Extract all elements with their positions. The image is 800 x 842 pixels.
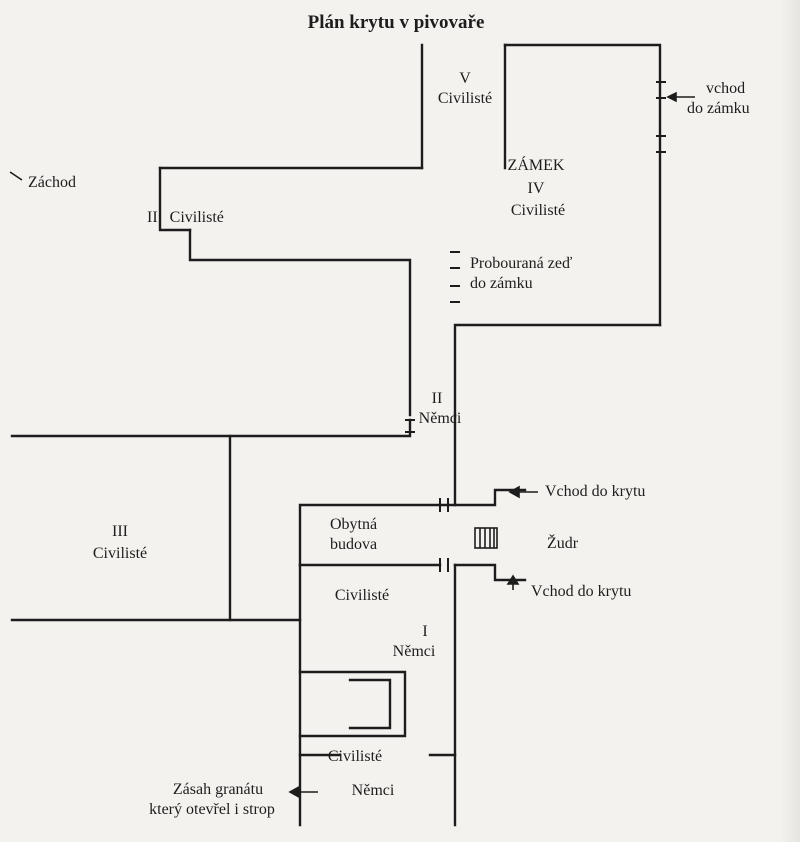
- shelter-entrance-bottom-label: Vchod do krytu: [531, 583, 632, 600]
- residential-building-label: Obytná: [330, 516, 378, 533]
- section-ii-number: II: [431, 390, 443, 407]
- wall-obytna: [298, 503, 442, 567]
- door-mark-zudr-top: [439, 498, 449, 512]
- wall-section-iii-outer: [10, 434, 232, 622]
- wall-room-i-alcove: [298, 670, 407, 738]
- wall-room-i-inner: [348, 678, 392, 730]
- section-v-number: V: [459, 70, 471, 87]
- bottom-civilians-label: Civilisté: [327, 748, 383, 765]
- door-mark-castle-entrance: [656, 81, 666, 153]
- castle-entrance-label: vchod: [706, 80, 746, 97]
- section-iv-name: Civilisté: [510, 202, 566, 219]
- grenade-hit-label: Zásah granátu: [172, 781, 264, 798]
- castle-entrance-label-2: do zámku: [687, 100, 750, 117]
- toilet-label: Záchod: [28, 174, 76, 191]
- center-civilians-label: Civilisté: [334, 587, 390, 604]
- room-i-germans: Němci: [392, 643, 436, 660]
- castle-label: ZÁMEK: [507, 157, 565, 174]
- demolished-wall-label-2: do zámku: [470, 275, 533, 292]
- bottom-germans-label: Němci: [351, 782, 395, 799]
- section-ii-germans: Němci: [418, 410, 462, 427]
- section-iv-number: IV: [527, 180, 545, 197]
- room-i-number: I: [422, 623, 428, 640]
- arrow-icon-grenade: [288, 785, 318, 799]
- wall-section-iii-right: [228, 418, 412, 438]
- wall-section-ii-bottom: [188, 228, 412, 417]
- arrow-icon-castle-entrance: [666, 91, 695, 103]
- arrow-icon-shelter-top: [508, 485, 538, 499]
- door-mark-section-ii: [405, 419, 415, 433]
- arrow-icon-toilet: [9, 171, 23, 181]
- wall-castle-bottom: [453, 323, 662, 417]
- page-gutter-shadow: [780, 0, 800, 842]
- shelter-entrance-top-label: Vchod do krytu: [545, 483, 646, 500]
- demolished-wall-label: Probouraná zeď: [470, 255, 573, 272]
- section-v-name: Civilisté: [437, 90, 493, 107]
- section-iii-name: Civilisté: [92, 545, 148, 562]
- page-title: Plán krytu v pivovaře: [307, 12, 485, 33]
- stairs-icon: [474, 527, 498, 549]
- wall-section-iii-inner: [228, 563, 302, 622]
- grenade-hit-label-2: který otevřel i strop: [149, 801, 275, 818]
- section-iii-number: III: [112, 523, 128, 540]
- wall-section-ii-left: [158, 166, 192, 232]
- zudr-label: Žudr: [547, 535, 579, 552]
- wall-section-v: [420, 43, 507, 170]
- residential-building-label-2: budova: [330, 536, 378, 553]
- wall-zudr-top: [438, 488, 527, 582]
- door-mark-demolished-wall: [450, 251, 460, 303]
- arrow-icon-shelter-bottom: [506, 574, 520, 590]
- wall-castle-outer: [503, 43, 662, 327]
- section-ii-civilians-label: II Civilisté: [147, 209, 224, 226]
- door-mark-zudr-bottom: [439, 558, 449, 572]
